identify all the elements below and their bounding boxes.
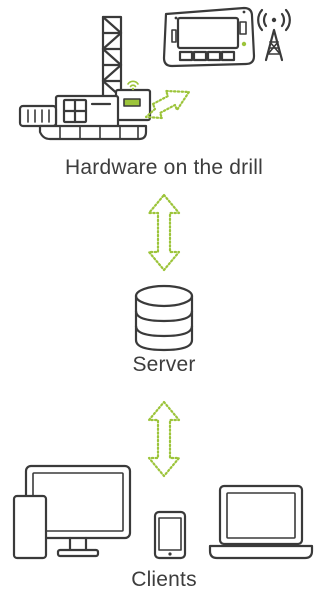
server-label: Server — [132, 353, 196, 376]
hardware-label: Hardware on the drill — [65, 156, 263, 179]
wifi-signal-icon — [127, 80, 139, 91]
clients-label: Clients — [131, 568, 197, 591]
